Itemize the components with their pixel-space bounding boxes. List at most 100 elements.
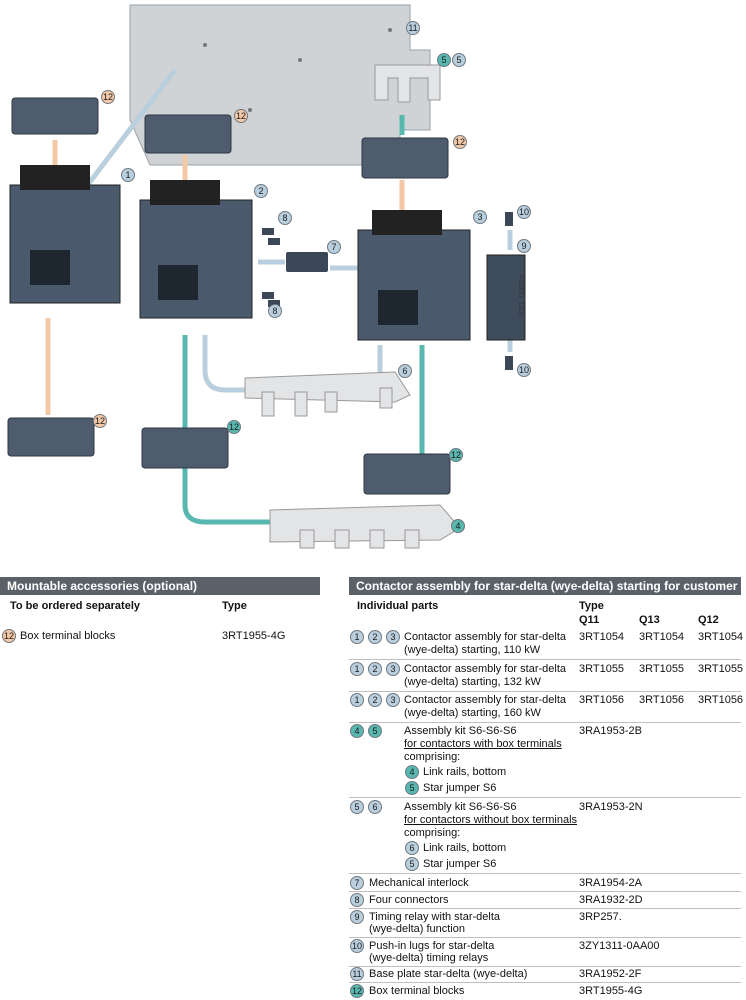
callout-12: 12 <box>350 984 364 998</box>
callout-5: 5 <box>368 724 382 738</box>
part-sub: Link rails, bottom <box>423 766 507 778</box>
part-sub: Link rails, bottom <box>423 842 507 854</box>
part-desc: comprising: <box>404 827 461 839</box>
callout-7: 7 <box>350 876 364 890</box>
col-q11: Q11 <box>579 614 600 626</box>
left-col-type: Type <box>222 600 247 612</box>
callout-12: 12 <box>93 414 107 428</box>
row-divider <box>349 982 741 983</box>
part-desc: Assembly kit S6-S6-S6 <box>404 725 517 737</box>
callout-4: 4 <box>405 765 419 779</box>
callout-5: 5 <box>437 53 451 67</box>
terminal-blocks <box>7 97 451 495</box>
figure-code: IC01_00629c <box>519 274 526 316</box>
part-desc: comprising: <box>404 751 461 763</box>
part-desc: for contactors without box terminals <box>404 814 578 826</box>
type-value: 3RA1954-2A <box>579 877 642 889</box>
part-desc: (wye-delta) function <box>369 923 465 935</box>
callout-12: 12 <box>234 109 248 123</box>
small-parts <box>262 212 526 370</box>
callout-11: 11 <box>406 21 420 35</box>
col-q12: Q12 <box>698 614 719 626</box>
part-desc: Contactor assembly for star-delta <box>404 694 567 706</box>
callout-12: 12 <box>2 629 16 643</box>
part-desc: Push-in lugs for star-delta <box>369 940 495 952</box>
callout-2: 2 <box>368 662 382 676</box>
callout-10: 10 <box>350 939 364 953</box>
star-jumper-part <box>374 64 441 103</box>
callout-2: 2 <box>254 184 268 198</box>
right-col-parts: Individual parts <box>357 600 439 612</box>
type-value: 3RA1953-2N <box>579 801 643 813</box>
type-q12: 3RT1054 <box>698 631 744 643</box>
left-row-desc: Box terminal blocks <box>20 630 116 642</box>
part-sub: Star jumper S6 <box>423 782 497 794</box>
type-value: 3RA1952-2F <box>579 968 642 980</box>
row-divider <box>349 691 741 692</box>
row-divider <box>349 891 741 892</box>
assembly-illustration: IC01_00629c <box>7 4 526 549</box>
row-divider <box>349 908 741 909</box>
col-q13: Q13 <box>639 614 660 626</box>
callout-5: 5 <box>405 781 419 795</box>
callout-11: 11 <box>350 967 364 981</box>
row-divider <box>349 797 741 798</box>
part-desc: (wye-delta) starting, 132 kW <box>404 676 541 688</box>
callout-1: 1 <box>121 168 135 182</box>
callout-6: 6 <box>368 800 382 814</box>
callout-4: 4 <box>350 724 364 738</box>
callout-12: 12 <box>101 90 115 104</box>
callout-5: 5 <box>350 800 364 814</box>
callout-12: 12 <box>453 135 467 149</box>
part-desc: Assembly kit S6-S6-S6 <box>404 801 517 813</box>
callout-3: 3 <box>386 693 400 707</box>
callout-7: 7 <box>327 240 341 254</box>
callout-9: 9 <box>350 910 364 924</box>
callout-10: 10 <box>517 205 531 219</box>
contactors <box>9 165 471 341</box>
part-desc: (wye-delta) timing relays <box>369 952 489 964</box>
callout-8: 8 <box>268 304 282 318</box>
callout-10: 10 <box>517 363 531 377</box>
type-q13: 3RT1054 <box>639 631 685 643</box>
callout-4: 4 <box>451 519 465 533</box>
part-desc: Mechanical interlock <box>369 877 469 889</box>
type-q11: 3RT1056 <box>579 694 625 706</box>
part-desc: Contactor assembly for star-delta <box>404 663 567 675</box>
left-table-header: Mountable accessories (optional) <box>0 577 320 595</box>
link-rails <box>244 371 461 549</box>
callout-6: 6 <box>405 841 419 855</box>
callout-3: 3 <box>386 630 400 644</box>
callout-3: 3 <box>473 210 487 224</box>
part-desc: (wye-delta) starting, 110 kW <box>404 644 541 656</box>
callout-1: 1 <box>350 630 364 644</box>
type-q11: 3RT1055 <box>579 663 625 675</box>
type-q11: 3RT1054 <box>579 631 625 643</box>
type-value: 3RA1932-2D <box>579 894 643 906</box>
callout-1: 1 <box>350 693 364 707</box>
callout-5: 5 <box>452 53 466 67</box>
row-divider <box>349 873 741 874</box>
part-desc: Four connectors <box>369 894 449 906</box>
row-divider <box>349 722 741 723</box>
part-desc: Contactor assembly for star-delta <box>404 631 567 643</box>
callout-3: 3 <box>386 662 400 676</box>
right-table-header: Contactor assembly for star-delta (wye-d… <box>349 577 741 611</box>
left-col-parts: To be ordered separately <box>10 600 141 612</box>
callout-12: 12 <box>449 448 463 462</box>
callout-8: 8 <box>278 211 292 225</box>
type-value: 3RA1953-2B <box>579 725 642 737</box>
type-value: 3RP257. <box>579 911 622 923</box>
callout-6: 6 <box>398 364 412 378</box>
part-desc: Box terminal blocks <box>369 985 465 997</box>
type-q13: 3RT1056 <box>639 694 685 706</box>
type-q13: 3RT1055 <box>639 663 685 675</box>
type-q12: 3RT1055 <box>698 663 744 675</box>
row-divider <box>349 659 741 660</box>
callout-2: 2 <box>368 630 382 644</box>
callout-9: 9 <box>517 239 531 253</box>
callout-5: 5 <box>405 857 419 871</box>
row-divider <box>349 966 741 967</box>
callout-8: 8 <box>350 893 364 907</box>
type-q12: 3RT1056 <box>698 694 744 706</box>
